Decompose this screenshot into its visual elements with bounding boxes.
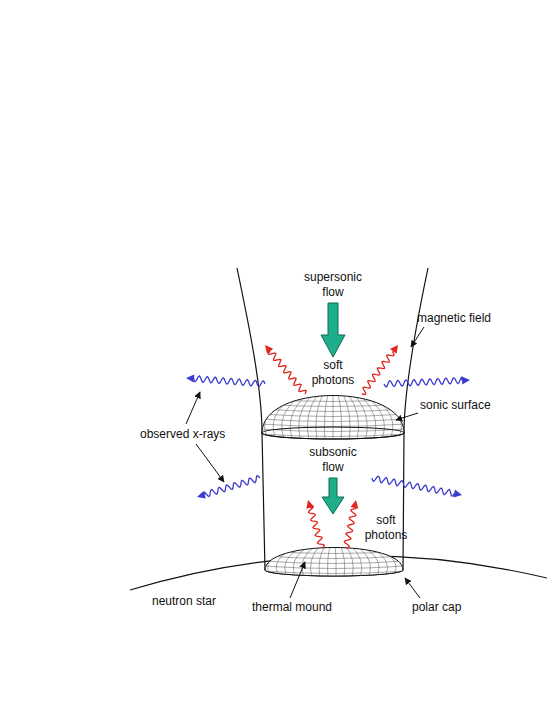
photon-label: soft photons xyxy=(365,513,408,543)
photon-waves xyxy=(186,345,470,548)
callout-label: observed x-rays xyxy=(140,427,225,442)
magnetic-field-line xyxy=(237,268,265,570)
photon-wave xyxy=(269,351,307,394)
photon-label: soft photons xyxy=(312,358,355,388)
flow-arrow xyxy=(321,303,345,357)
flow-arrow xyxy=(322,478,344,514)
leader-line xyxy=(411,327,424,347)
flow-label: supersonic flow xyxy=(304,270,362,300)
photon-wave xyxy=(194,376,265,387)
photon-arrowhead xyxy=(186,375,194,383)
photon-arrowhead xyxy=(306,500,314,509)
photon-arrowhead xyxy=(351,500,359,509)
part-label: sonic surface xyxy=(420,398,491,413)
photon-arrowhead xyxy=(462,376,470,384)
flow-label: subsonic flow xyxy=(309,445,356,475)
thermal-mound xyxy=(265,548,403,577)
photon-wave xyxy=(344,508,356,548)
part-label: thermal mound xyxy=(252,600,332,615)
photon-arrowhead xyxy=(197,491,206,499)
leader-line xyxy=(290,562,305,598)
part-label: polar cap xyxy=(412,600,461,615)
leader-line xyxy=(186,392,200,424)
photon-arrowhead xyxy=(390,345,398,354)
leader-line xyxy=(396,413,418,420)
leader-line xyxy=(196,444,224,482)
photon-wave xyxy=(362,351,394,394)
photon-arrowhead xyxy=(453,490,462,498)
leader-line xyxy=(405,578,420,598)
photon-arrowhead xyxy=(265,345,273,354)
sonic-surface-rim xyxy=(262,427,404,439)
mound-mesh xyxy=(263,545,405,579)
photon-wave xyxy=(384,377,462,387)
photon-wave xyxy=(372,476,454,496)
part-label: magnetic field xyxy=(417,311,491,326)
photon-wave xyxy=(205,476,260,497)
photon-wave xyxy=(309,507,325,548)
part-label: neutron star xyxy=(152,594,216,609)
sonic-mesh xyxy=(260,393,406,442)
